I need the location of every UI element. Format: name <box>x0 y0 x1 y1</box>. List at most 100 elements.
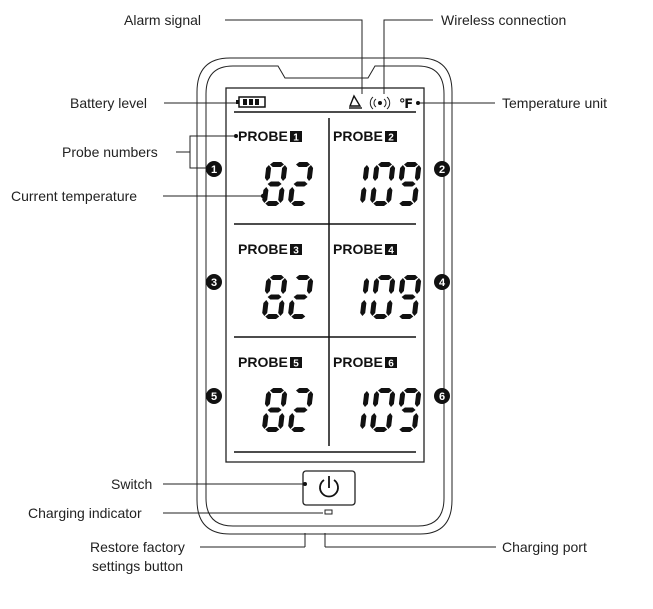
probe-number: 2 <box>388 133 394 144</box>
digit-segment <box>399 201 414 206</box>
label-charging-port: Charging port <box>502 539 587 555</box>
digit-segment <box>414 278 422 294</box>
digit-segment <box>386 413 393 429</box>
digit-segment <box>291 314 306 319</box>
digit-segment <box>306 278 314 294</box>
probe-label: PROBE <box>238 241 288 257</box>
probe-label: PROBE <box>333 128 383 144</box>
probe-badge: 3 <box>206 274 222 290</box>
digit-segment <box>270 162 284 167</box>
digit-segment <box>398 278 406 294</box>
probe-label: PROBE <box>333 354 383 370</box>
digit-segment <box>404 162 418 167</box>
device-inner-frame <box>205 65 445 527</box>
digit-segment <box>388 391 396 407</box>
digit-segment <box>378 275 392 280</box>
digit-segment <box>288 187 295 203</box>
digit-segment <box>267 181 282 187</box>
digit-segment <box>262 413 269 429</box>
digit-segment <box>270 275 284 280</box>
digit-segment <box>280 165 288 181</box>
digit-segment <box>288 413 295 429</box>
temperature-digit <box>398 162 422 206</box>
probe-label: PROBE <box>238 128 288 144</box>
temperature-digit <box>398 275 422 319</box>
temperature-digit <box>288 388 314 432</box>
switch-button[interactable] <box>302 470 356 506</box>
digit-segment <box>280 391 288 407</box>
probe-badge: 1 <box>206 161 222 177</box>
digit-segment <box>306 165 314 181</box>
label-current-temperature: Current temperature <box>11 188 137 204</box>
digit-segment <box>265 427 280 432</box>
battery-icon <box>236 96 266 108</box>
digit-segment <box>362 391 370 407</box>
probe-badge-number: 6 <box>439 391 445 403</box>
digit-segment <box>399 427 414 432</box>
probe-badge-number: 1 <box>211 164 217 176</box>
probe-number-box <box>290 131 302 142</box>
digit-segment <box>360 300 367 316</box>
digit-segment <box>278 300 285 316</box>
lcd-screen <box>225 87 425 463</box>
probe-number: 1 <box>293 133 299 144</box>
digit-segment <box>404 275 418 280</box>
digit-segment <box>373 427 388 432</box>
digit-segment <box>388 165 396 181</box>
digit-segment <box>398 165 406 181</box>
digit-segment <box>401 294 416 300</box>
probe-badge-number: 5 <box>211 391 217 403</box>
probe-number-box <box>385 357 397 368</box>
probe-number-box <box>290 357 302 368</box>
label-wireless-connection: Wireless connection <box>441 12 566 28</box>
digit-segment <box>267 407 282 413</box>
digit-segment <box>296 388 310 393</box>
temperature-digit <box>370 162 396 206</box>
digit-segment <box>378 388 392 393</box>
digit-segment <box>362 278 370 294</box>
label-battery-level: Battery level <box>70 95 147 111</box>
probe-badge-number: 4 <box>439 277 446 289</box>
temperature-digit <box>370 388 396 432</box>
digit-segment <box>414 391 422 407</box>
probe-badge: 6 <box>434 388 450 404</box>
probe-number: 5 <box>293 359 299 370</box>
probe-temperature <box>360 162 422 206</box>
probe-temperature <box>262 275 314 319</box>
probe-number: 6 <box>388 359 394 370</box>
digit-segment <box>386 187 393 203</box>
digit-segment <box>370 187 377 203</box>
digit-segment <box>360 413 367 429</box>
digit-segment <box>412 300 419 316</box>
label-probe-numbers: Probe numbers <box>62 144 158 160</box>
label-restore-factory-line1: Restore factory <box>90 539 185 555</box>
callout-lines <box>163 19 496 548</box>
digit-segment <box>401 181 416 187</box>
digit-segment <box>296 162 310 167</box>
probe-number-box <box>385 244 397 255</box>
digit-segment <box>370 300 377 316</box>
probe-label: PROBE <box>238 354 288 370</box>
wireless-icon <box>369 96 391 110</box>
temperature-digit <box>262 388 288 432</box>
probe-label: PROBE <box>333 241 383 257</box>
digit-segment <box>398 391 406 407</box>
digit-segment <box>378 162 392 167</box>
temperature-digit <box>262 162 288 206</box>
temperature-digit <box>360 391 370 429</box>
temperature-digit <box>370 275 396 319</box>
temperature-digit <box>360 165 370 203</box>
digit-segment <box>262 300 269 316</box>
bell-icon <box>348 94 362 109</box>
digit-segment <box>386 300 393 316</box>
digit-segment <box>288 300 295 316</box>
probe-cell: PROBE 6 <box>333 354 422 432</box>
digit-segment <box>291 427 306 432</box>
digit-segment <box>360 187 367 203</box>
temperature-digit <box>262 275 288 319</box>
temperature-digit <box>398 388 422 432</box>
probe-badge: 5 <box>206 388 222 404</box>
